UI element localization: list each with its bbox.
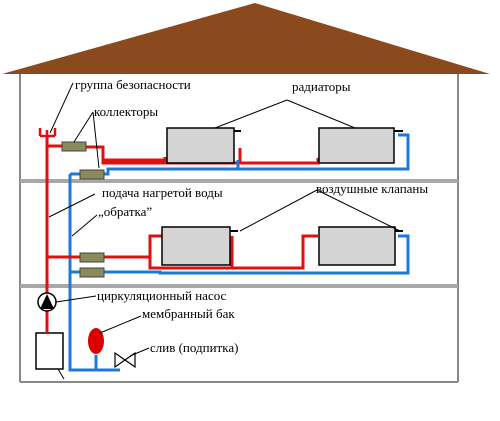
label-radiators: радиаторы — [292, 79, 351, 94]
label-air-valves: воздушные клапаны — [316, 181, 428, 196]
radiator-upper-left — [166, 127, 235, 164]
leader-collectors-2 — [92, 111, 100, 169]
lower-return-pipe — [103, 234, 410, 275]
label-collectors: коллекторы — [94, 104, 158, 119]
label-pump: циркуляционный насос — [97, 288, 227, 303]
floor-slab-upper — [20, 179, 458, 183]
radiator-lower-right — [318, 226, 396, 266]
upper-return-pipe-2 — [238, 133, 410, 171]
pump-icon — [37, 292, 57, 312]
lower-supply-pipe-2 — [148, 236, 234, 270]
label-supply: подача нагретой воды — [102, 185, 223, 200]
collector-lower-supply — [79, 252, 105, 263]
leader-supply — [48, 193, 96, 218]
leader-tank — [99, 315, 142, 334]
leader-drain — [129, 347, 150, 357]
label-drain: слив (подпитка) — [150, 340, 238, 355]
label-safety-group: группа безопасности — [75, 77, 191, 92]
floor-slab-lower — [20, 284, 458, 288]
safety-group-icon — [38, 128, 57, 138]
leader-radiators-2 — [286, 99, 356, 129]
leader-pump — [55, 295, 97, 303]
collector-lower-return — [79, 267, 105, 278]
lower-supply-pipe-3 — [232, 234, 318, 270]
boiler-leg — [57, 368, 65, 380]
lower-supply-pipe — [103, 234, 162, 259]
collector-upper-return — [79, 169, 105, 180]
radiator-upper-right — [318, 127, 395, 164]
collector-upper-supply — [61, 141, 87, 152]
boiler — [35, 332, 64, 370]
upper-supply-pipe-2 — [101, 148, 320, 165]
membrane-tank-icon — [88, 328, 104, 370]
leader-return — [71, 214, 98, 237]
label-return: „обратка” — [98, 204, 152, 219]
label-tank: мембранный бак — [142, 306, 235, 321]
leader-collectors-1 — [73, 111, 94, 143]
leader-air-valves-2 — [316, 189, 401, 232]
leader-air-valves-1 — [239, 189, 318, 232]
leader-safety-group — [49, 82, 74, 134]
roof — [2, 3, 490, 74]
leader-radiators-1 — [214, 99, 288, 129]
drain-valve-icon — [114, 351, 136, 369]
radiator-lower-left — [161, 226, 231, 266]
